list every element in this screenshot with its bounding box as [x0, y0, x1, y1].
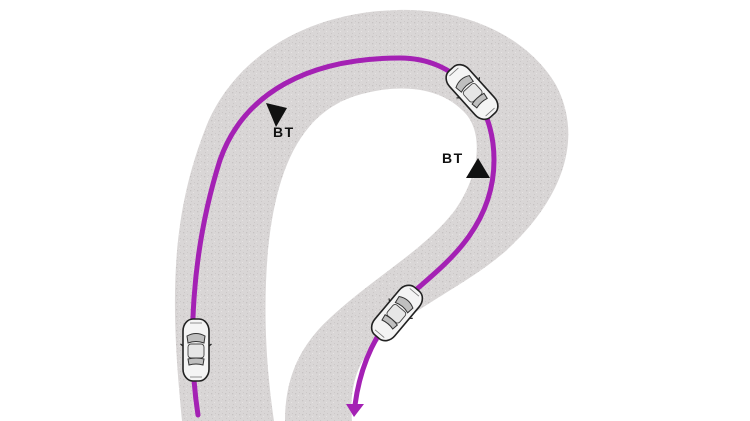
triangle-marker-icon [466, 158, 490, 178]
marker-label: BT [442, 150, 464, 166]
car-icon [179, 318, 213, 382]
road-surface [174, 9, 569, 421]
triangle-marker-icon [266, 103, 287, 127]
racing-line [190, 55, 497, 418]
marker-label: BT [273, 124, 295, 140]
arrow-head-icon [346, 404, 364, 417]
